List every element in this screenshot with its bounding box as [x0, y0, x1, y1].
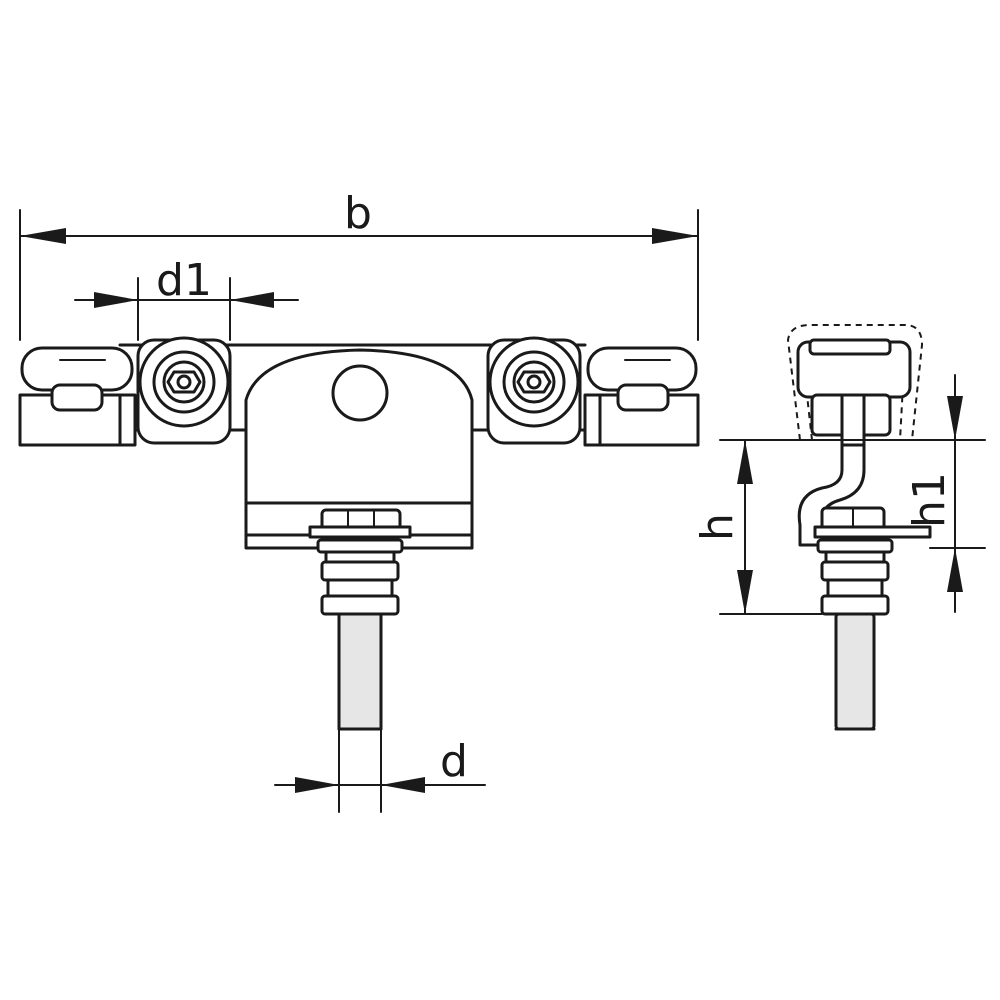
dimension-label-d1: d1 — [156, 255, 212, 306]
arrow-b-right — [652, 228, 698, 244]
arrow-d-right — [381, 777, 425, 793]
arrow-d1-right — [230, 292, 274, 308]
front-view — [18, 336, 700, 731]
arrow-h1-top — [947, 396, 963, 440]
right-end-clamp — [583, 346, 700, 447]
dimension-h: h — [692, 439, 986, 615]
left-end-clamp — [18, 346, 137, 447]
dimension-label-h: h — [692, 513, 743, 541]
right-roller — [486, 336, 582, 445]
dimension-label-h1: h1 — [904, 472, 955, 528]
side-bolt-stack — [813, 506, 932, 731]
left-roller — [136, 336, 232, 445]
trolley-head — [796, 338, 912, 447]
side-view — [786, 324, 932, 731]
arrow-h-bottom — [737, 570, 753, 614]
center-body — [244, 348, 474, 550]
arrow-d-left — [295, 777, 339, 793]
dimension-d1: d1 — [74, 255, 299, 341]
dimension-label-b: b — [344, 188, 372, 239]
bolt-assembly — [308, 508, 412, 731]
arrow-h-top — [737, 440, 753, 484]
arrow-b-left — [20, 228, 66, 244]
arrow-d1-left — [94, 292, 138, 308]
dimension-b: b — [19, 188, 699, 341]
arrow-h1-bottom — [947, 548, 963, 592]
dimension-label-d: d — [440, 736, 468, 787]
dimension-d: d — [274, 728, 486, 813]
dimension-h1: h1 — [904, 374, 986, 613]
